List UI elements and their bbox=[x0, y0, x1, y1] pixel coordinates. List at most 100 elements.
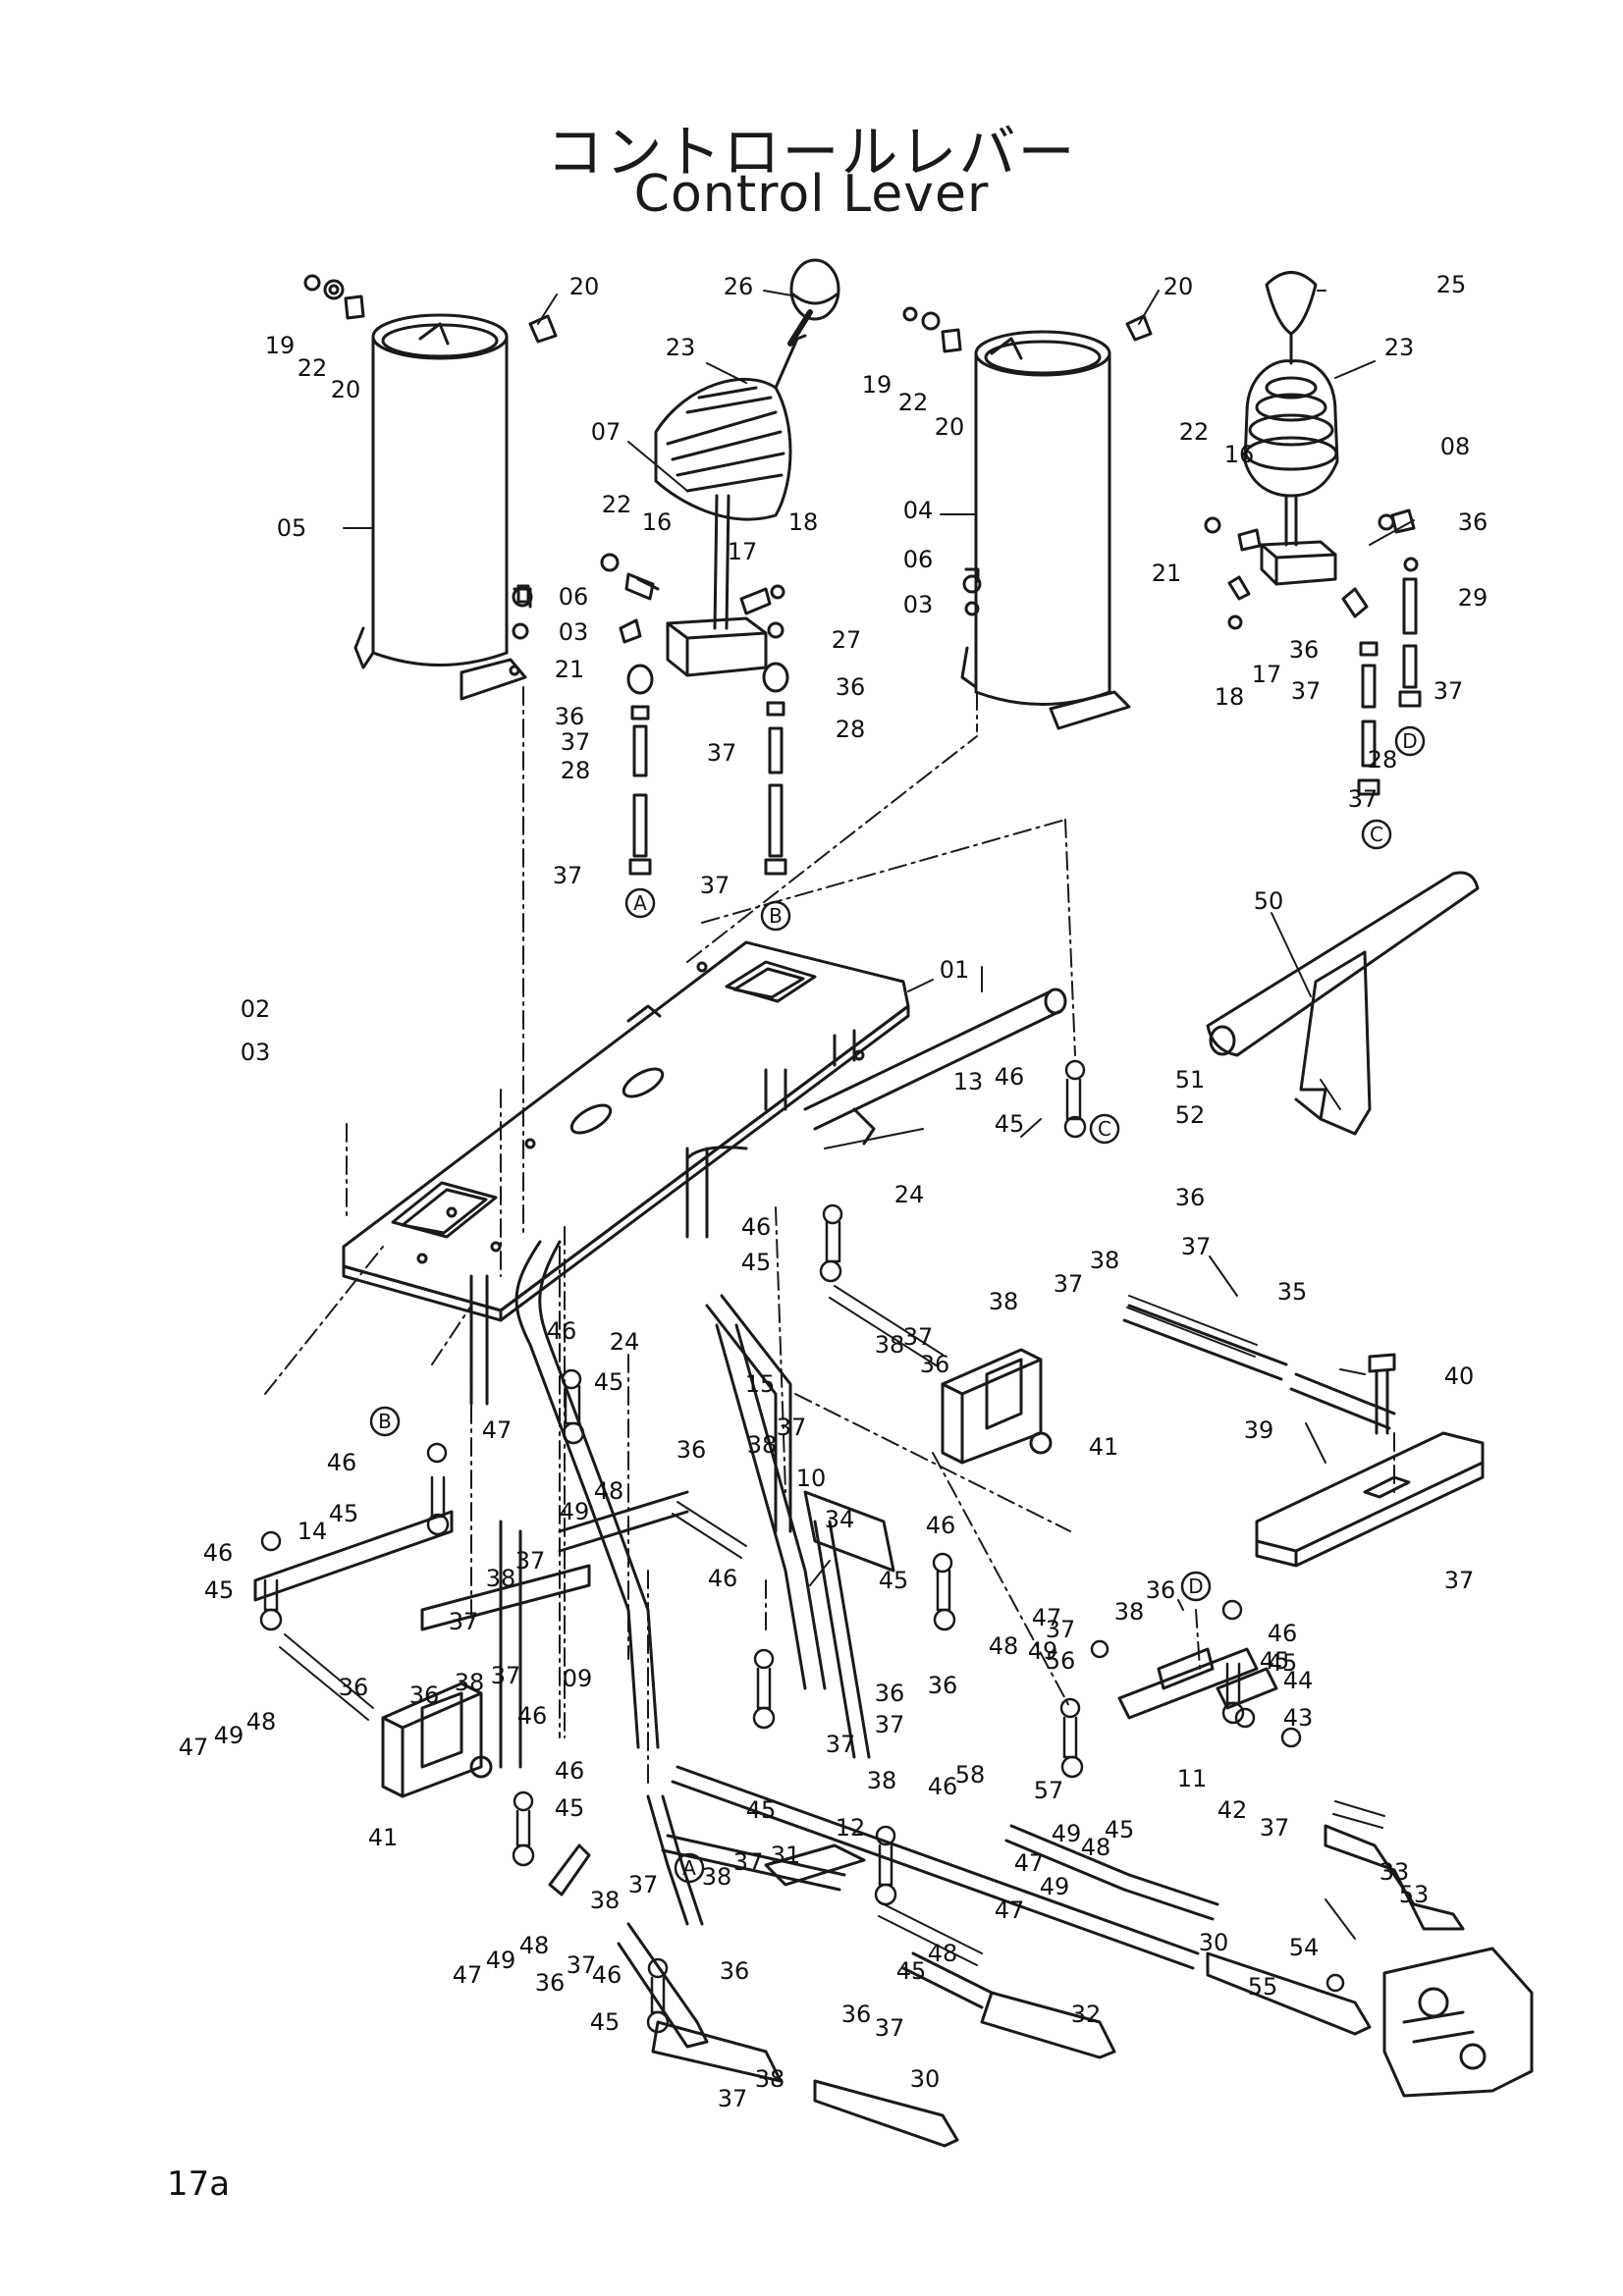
callout-52: 52 bbox=[1175, 1101, 1206, 1129]
callout-47d: 47 bbox=[1014, 1849, 1045, 1877]
callout-02: 02 bbox=[241, 995, 271, 1023]
callout-30b: 30 bbox=[910, 2065, 941, 2093]
callout-20d: 20 bbox=[1163, 273, 1194, 300]
callout-03b: 03 bbox=[903, 591, 934, 618]
callout-36i: 36 bbox=[875, 1680, 905, 1707]
svg-text:A: A bbox=[633, 891, 647, 915]
callout-37g: 37 bbox=[1348, 785, 1379, 813]
callout-22c: 22 bbox=[602, 491, 632, 518]
callout-29: 29 bbox=[1458, 584, 1488, 612]
callout-37w: 37 bbox=[875, 2014, 905, 2042]
small-hardware-clusters bbox=[259, 1059, 1345, 2034]
callout-37f: 37 bbox=[1434, 677, 1464, 705]
callout-12: 12 bbox=[836, 1814, 866, 1842]
callout-47e: 47 bbox=[995, 1896, 1025, 1924]
callout-43: 43 bbox=[1283, 1704, 1314, 1732]
callout-37c: 37 bbox=[553, 862, 583, 889]
callout-27: 27 bbox=[832, 626, 862, 654]
callout-36e: 36 bbox=[1175, 1184, 1206, 1211]
callout-36g: 36 bbox=[676, 1436, 707, 1464]
svg-text:C: C bbox=[1098, 1117, 1111, 1141]
callout-49a: 49 bbox=[560, 1498, 590, 1525]
callout-46a: 46 bbox=[995, 1063, 1025, 1091]
callout-36a: 36 bbox=[555, 703, 585, 730]
callout-41a: 41 bbox=[1089, 1433, 1119, 1461]
title-japanese: コントロールレバー bbox=[546, 119, 1077, 186]
callout-37j: 37 bbox=[903, 1323, 934, 1351]
marker-b-lower: B bbox=[369, 1406, 401, 1437]
callout-37u: 37 bbox=[628, 1871, 659, 1898]
svg-text:B: B bbox=[769, 904, 783, 928]
callout-37k: 37 bbox=[777, 1414, 807, 1441]
callout-37h: 37 bbox=[1181, 1233, 1212, 1260]
callout-47b: 47 bbox=[1032, 1604, 1062, 1631]
callout-07: 07 bbox=[591, 418, 622, 446]
mounting-plate bbox=[342, 940, 910, 1322]
callout-50: 50 bbox=[1254, 887, 1284, 915]
callout-22b: 22 bbox=[898, 389, 929, 416]
callout-51: 51 bbox=[1175, 1066, 1206, 1094]
callout-37d: 37 bbox=[700, 872, 730, 899]
callout-10: 10 bbox=[796, 1465, 827, 1492]
callout-48a: 48 bbox=[594, 1477, 624, 1505]
callout-49f: 49 bbox=[486, 1947, 516, 1974]
callout-38b: 38 bbox=[989, 1288, 1019, 1315]
marker-c-top: C bbox=[1361, 819, 1392, 850]
callout-49c: 49 bbox=[214, 1722, 244, 1749]
callout-20c: 20 bbox=[935, 413, 965, 441]
callout-04: 04 bbox=[903, 497, 934, 524]
callout-16a: 16 bbox=[642, 508, 673, 536]
callout-38d: 38 bbox=[747, 1431, 778, 1459]
callout-37i: 37 bbox=[1054, 1270, 1084, 1298]
callout-36f: 36 bbox=[920, 1351, 950, 1378]
marker-d-lower: D bbox=[1180, 1571, 1212, 1602]
callout-42: 42 bbox=[1217, 1796, 1248, 1824]
callout-37o: 37 bbox=[449, 1608, 479, 1635]
marker-c-lower: C bbox=[1089, 1113, 1120, 1145]
callout-45e: 45 bbox=[204, 1576, 235, 1604]
callout-40: 40 bbox=[1444, 1362, 1475, 1390]
callout-33: 33 bbox=[1380, 1858, 1410, 1886]
detent-blocks bbox=[381, 1348, 1485, 1798]
callout-36d: 36 bbox=[1289, 636, 1320, 664]
callout-03a: 03 bbox=[559, 618, 589, 646]
callout-38e: 38 bbox=[486, 1565, 516, 1592]
callout-09: 09 bbox=[563, 1665, 593, 1692]
callout-37a: 37 bbox=[561, 728, 591, 756]
callout-37q: 37 bbox=[875, 1711, 905, 1738]
callout-06b: 06 bbox=[903, 546, 934, 573]
callout-56: 56 bbox=[1046, 1647, 1076, 1675]
right-console-cover bbox=[960, 330, 1131, 730]
callout-32: 32 bbox=[1071, 2001, 1102, 2028]
callout-34: 34 bbox=[825, 1506, 855, 1533]
callout-46e: 46 bbox=[926, 1512, 956, 1539]
callout-24b: 24 bbox=[610, 1328, 640, 1356]
callout-20b: 20 bbox=[569, 273, 600, 300]
callout-47c: 47 bbox=[179, 1734, 209, 1761]
callout-46i: 46 bbox=[517, 1702, 548, 1730]
callout-03c: 03 bbox=[241, 1039, 271, 1066]
callout-23b: 23 bbox=[1384, 334, 1415, 361]
callout-24a: 24 bbox=[894, 1181, 925, 1208]
callout-46b: 46 bbox=[741, 1213, 772, 1241]
svg-text:B: B bbox=[378, 1410, 392, 1433]
callout-38g: 38 bbox=[867, 1767, 897, 1794]
callout-57: 57 bbox=[1034, 1777, 1064, 1804]
callout-16b: 16 bbox=[1224, 441, 1255, 468]
callout-46j: 46 bbox=[555, 1757, 585, 1785]
callout-21a: 21 bbox=[555, 656, 585, 683]
callout-21b: 21 bbox=[1152, 560, 1182, 587]
callout-37s: 37 bbox=[1260, 1814, 1290, 1842]
callout-49b: 49 bbox=[1028, 1637, 1058, 1665]
callout-17a: 17 bbox=[728, 538, 758, 565]
left-console-cover bbox=[353, 313, 527, 701]
callout-36j: 36 bbox=[339, 1674, 369, 1701]
callout-36m: 36 bbox=[535, 1969, 566, 1997]
callout-28c: 28 bbox=[1368, 746, 1398, 774]
callout-19b: 19 bbox=[862, 371, 893, 399]
bolt-40 bbox=[1368, 1353, 1396, 1435]
callout-45a: 45 bbox=[995, 1110, 1025, 1138]
callout-48d: 48 bbox=[1081, 1834, 1111, 1861]
callout-46d: 46 bbox=[327, 1449, 357, 1476]
callout-46f: 46 bbox=[203, 1539, 234, 1567]
